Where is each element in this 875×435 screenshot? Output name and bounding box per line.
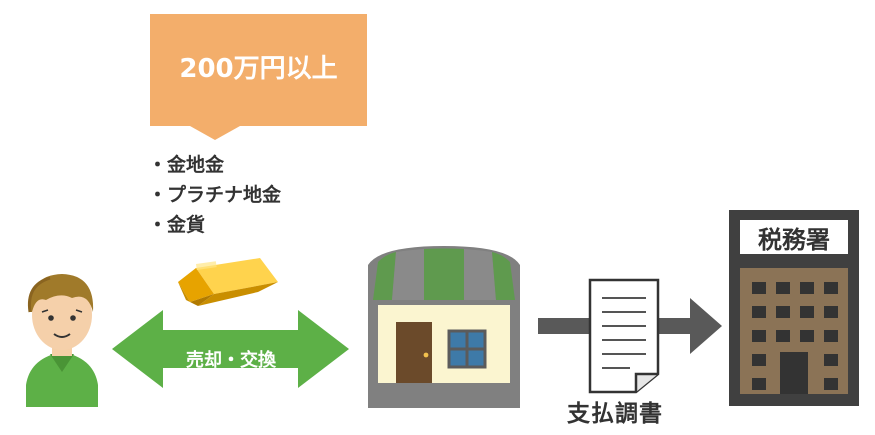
- tax-office-label: 税務署: [758, 226, 830, 254]
- shop-icon: [368, 246, 520, 408]
- list-item-gold-coin: ・金貨: [148, 214, 206, 236]
- exchange-arrow: [112, 310, 349, 388]
- document-icon: [588, 278, 660, 394]
- callout-text: 200万円以上: [179, 54, 338, 84]
- gold-bar-icon: [178, 258, 278, 306]
- list-item-gold-bullion: ・金地金: [148, 154, 225, 176]
- exchange-arrow-label: 売却・交換: [186, 350, 276, 371]
- callout-box: [150, 14, 367, 140]
- document-label: 支払調書: [567, 401, 663, 427]
- person-icon: [26, 274, 98, 407]
- tax-office-building-icon: [729, 210, 859, 406]
- list-item-platinum-bullion: ・プラチナ地金: [148, 184, 282, 206]
